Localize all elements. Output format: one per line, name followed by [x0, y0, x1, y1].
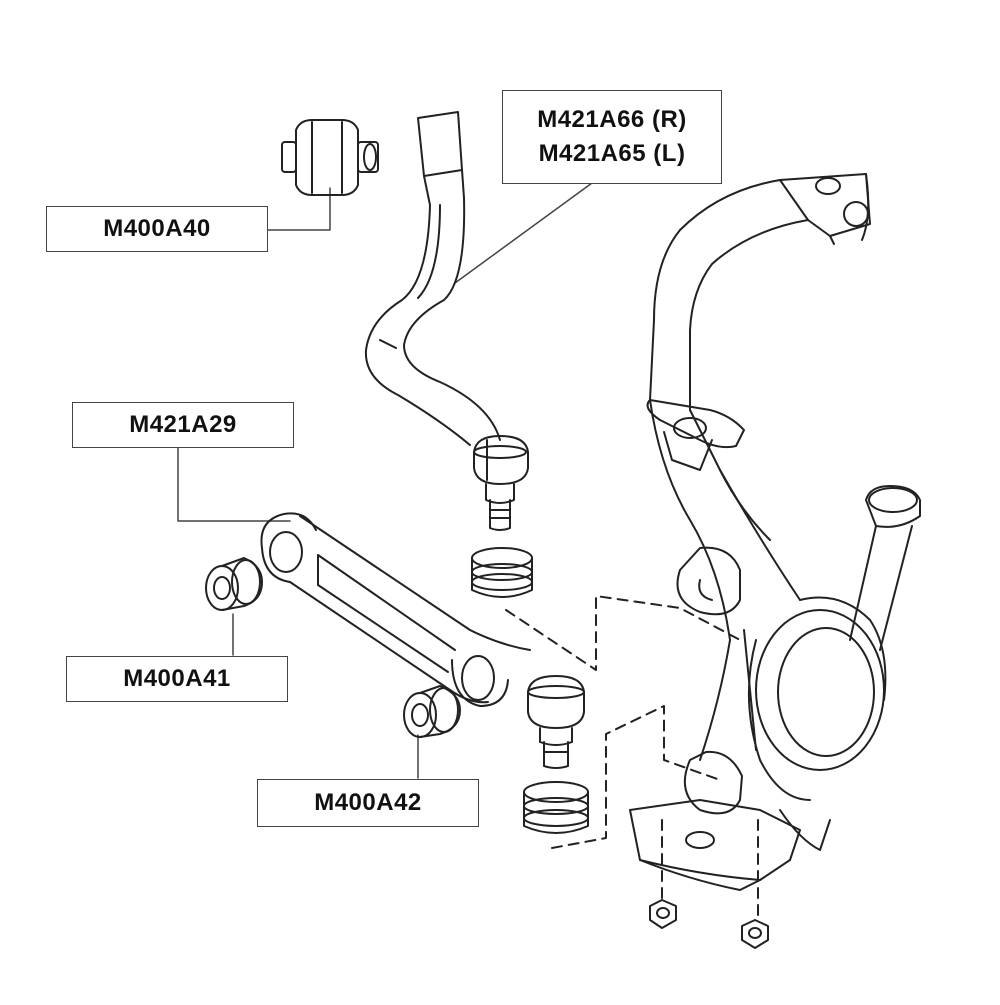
label-m421a66-m421a65: M421A66 (R) M421A65 (L) — [502, 90, 722, 184]
label-m421a29-text: M421A29 — [129, 411, 237, 438]
lower-arm-part — [261, 513, 584, 768]
lower-boot-part — [524, 782, 588, 833]
upper-arm-part — [366, 112, 528, 530]
leader-m421a29 — [177, 446, 291, 522]
label-m400a40-text: M400A40 — [103, 215, 211, 242]
label-m400a42-text: M400A42 — [314, 789, 422, 816]
dash-upper — [505, 595, 741, 671]
leader-m421a66 — [454, 182, 593, 284]
label-m400a40: M400A40 — [46, 206, 268, 252]
rear-bushing-part — [404, 686, 460, 737]
leader-m400a40 — [267, 187, 331, 231]
leader-lines — [177, 182, 593, 779]
dash-lower — [551, 705, 721, 849]
label-m400a41: M400A41 — [66, 656, 288, 702]
upper-bushing-part — [282, 120, 378, 195]
label-m421a66-text: M421A66 (R) — [537, 106, 687, 133]
label-m421a65-text: M421A65 (L) — [538, 140, 686, 167]
steering-knuckle-part — [630, 174, 920, 890]
label-m421a29: M421A29 — [72, 402, 294, 448]
front-bushing-part — [206, 558, 262, 610]
dashed-guides — [505, 595, 759, 917]
nut-right-part — [742, 920, 768, 948]
nut-left-part — [650, 900, 676, 928]
upper-boot-part — [472, 548, 532, 597]
label-m400a42: M400A42 — [257, 779, 479, 827]
label-m400a41-text: M400A41 — [123, 665, 231, 692]
